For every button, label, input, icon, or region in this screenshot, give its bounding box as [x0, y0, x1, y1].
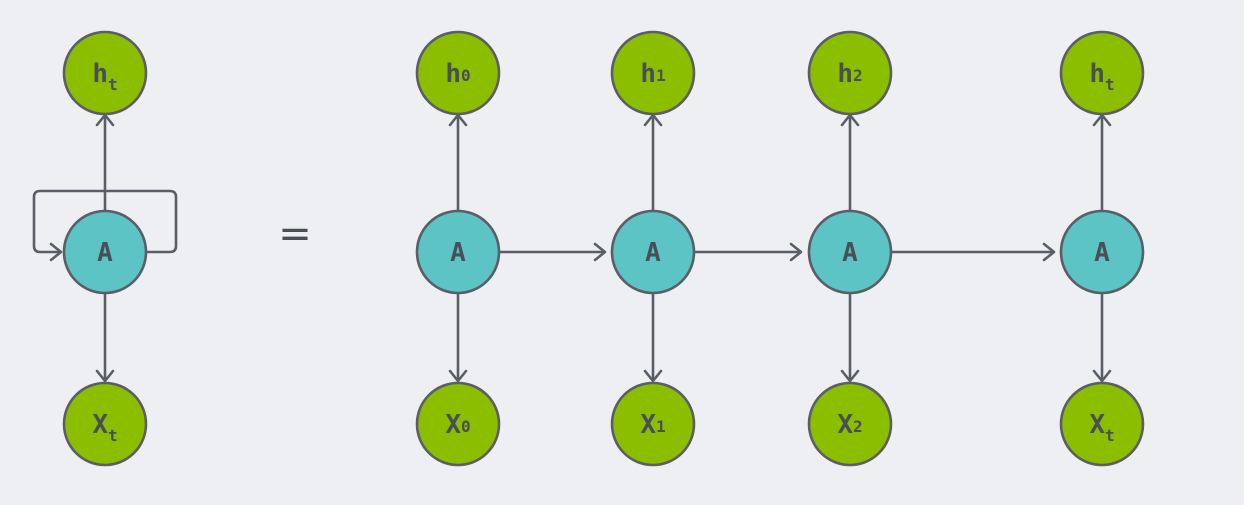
input-node: X0: [415, 381, 501, 467]
arrowhead-cell1-to-cell2: [789, 242, 803, 262]
input-label: X2: [837, 410, 862, 440]
output-node: h2: [807, 30, 893, 116]
unrolled-rnn: h0 A X0 h1 A: [415, 30, 1145, 467]
folded-arrowhead-down: [95, 369, 115, 383]
cell-node: A: [1059, 209, 1145, 295]
unrolled-step: h1 A X1: [610, 30, 696, 467]
arrowhead-cell0-to-cell1: [593, 242, 607, 262]
folded-output-label: ht: [92, 59, 117, 94]
input-label: Xt: [1089, 410, 1114, 445]
arrowhead-down: [448, 369, 468, 383]
output-node: h0: [415, 30, 501, 116]
output-label: h0: [445, 59, 470, 89]
folded-recurrent-loop: [32, 189, 178, 254]
cell-node: A: [610, 209, 696, 295]
input-node: X1: [610, 381, 696, 467]
arrowhead-down: [840, 369, 860, 383]
folded-input-node: Xt: [62, 381, 148, 467]
cell-node: A: [415, 209, 501, 295]
cell-node: A: [807, 209, 893, 295]
cell-label: A: [1094, 238, 1110, 268]
equals-sign: =: [278, 211, 312, 257]
folded-cell-node: A: [62, 209, 148, 295]
folded-cell-label: A: [97, 238, 113, 268]
output-node: h1: [610, 30, 696, 116]
input-node: Xt: [1059, 381, 1145, 467]
input-label: X0: [445, 410, 470, 440]
unrolled-step: h2 A X2: [807, 30, 893, 467]
folded-output-node: ht: [62, 30, 148, 116]
arrowhead-cell2-to-cellt: [1042, 242, 1056, 262]
folded-input-label: Xt: [92, 410, 117, 445]
input-label: X1: [640, 410, 665, 440]
cell-label: A: [450, 238, 466, 268]
arrowhead-down: [1092, 369, 1112, 383]
folded-rnn: ht A Xt: [32, 30, 178, 467]
arrowhead-down: [643, 369, 663, 383]
cell-label: A: [645, 238, 661, 268]
output-label: ht: [1089, 59, 1114, 94]
unrolled-step: h0 A X0: [415, 30, 501, 467]
cell-label: A: [842, 238, 858, 268]
folded-loop-arrowhead: [49, 242, 63, 262]
output-label: h2: [837, 59, 862, 89]
input-node: X2: [807, 381, 893, 467]
output-node: ht: [1059, 30, 1145, 116]
unrolled-step: ht A Xt: [1059, 30, 1145, 467]
output-label: h1: [640, 59, 665, 89]
